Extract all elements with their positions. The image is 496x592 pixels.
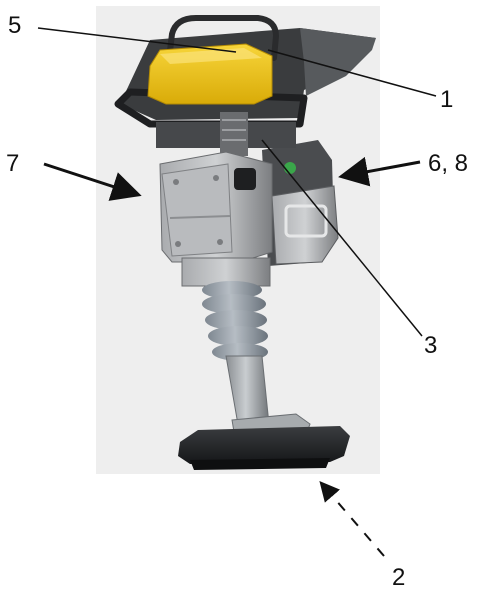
leader-line-3 (261, 139, 423, 337)
foot-plate (178, 426, 350, 464)
bolt (213, 175, 219, 181)
arrow-7 (43, 162, 142, 201)
callout-5: 5 (8, 12, 22, 39)
bolt (175, 241, 181, 247)
housing-left-face (161, 163, 233, 257)
callout-6-8: 6, 8 (428, 150, 469, 177)
callout-7: 7 (6, 150, 20, 177)
arrow-6-8 (338, 156, 421, 187)
engine-guard (284, 204, 328, 238)
bolt (173, 179, 179, 185)
bolt (217, 239, 223, 245)
machine-icon (114, 15, 376, 470)
handle-bar (165, 15, 280, 71)
front-handle (114, 88, 308, 128)
engine-cover (271, 185, 339, 265)
leader-line-1 (267, 49, 437, 97)
spring-housing (220, 112, 248, 156)
callout-1: 1 (440, 86, 454, 113)
handle-frame-right (300, 28, 376, 96)
arrow-2 (319, 480, 385, 557)
leader-lines (37, 27, 437, 557)
housing-panel-line (169, 215, 231, 219)
callout-3: 3 (424, 332, 438, 359)
leader-line-5 (37, 27, 237, 53)
black-control (234, 168, 256, 190)
bellows (202, 281, 268, 361)
callout-2: 2 (392, 564, 406, 591)
foot-plate-edge (190, 458, 330, 470)
yellow-tank-highlight (160, 48, 262, 64)
